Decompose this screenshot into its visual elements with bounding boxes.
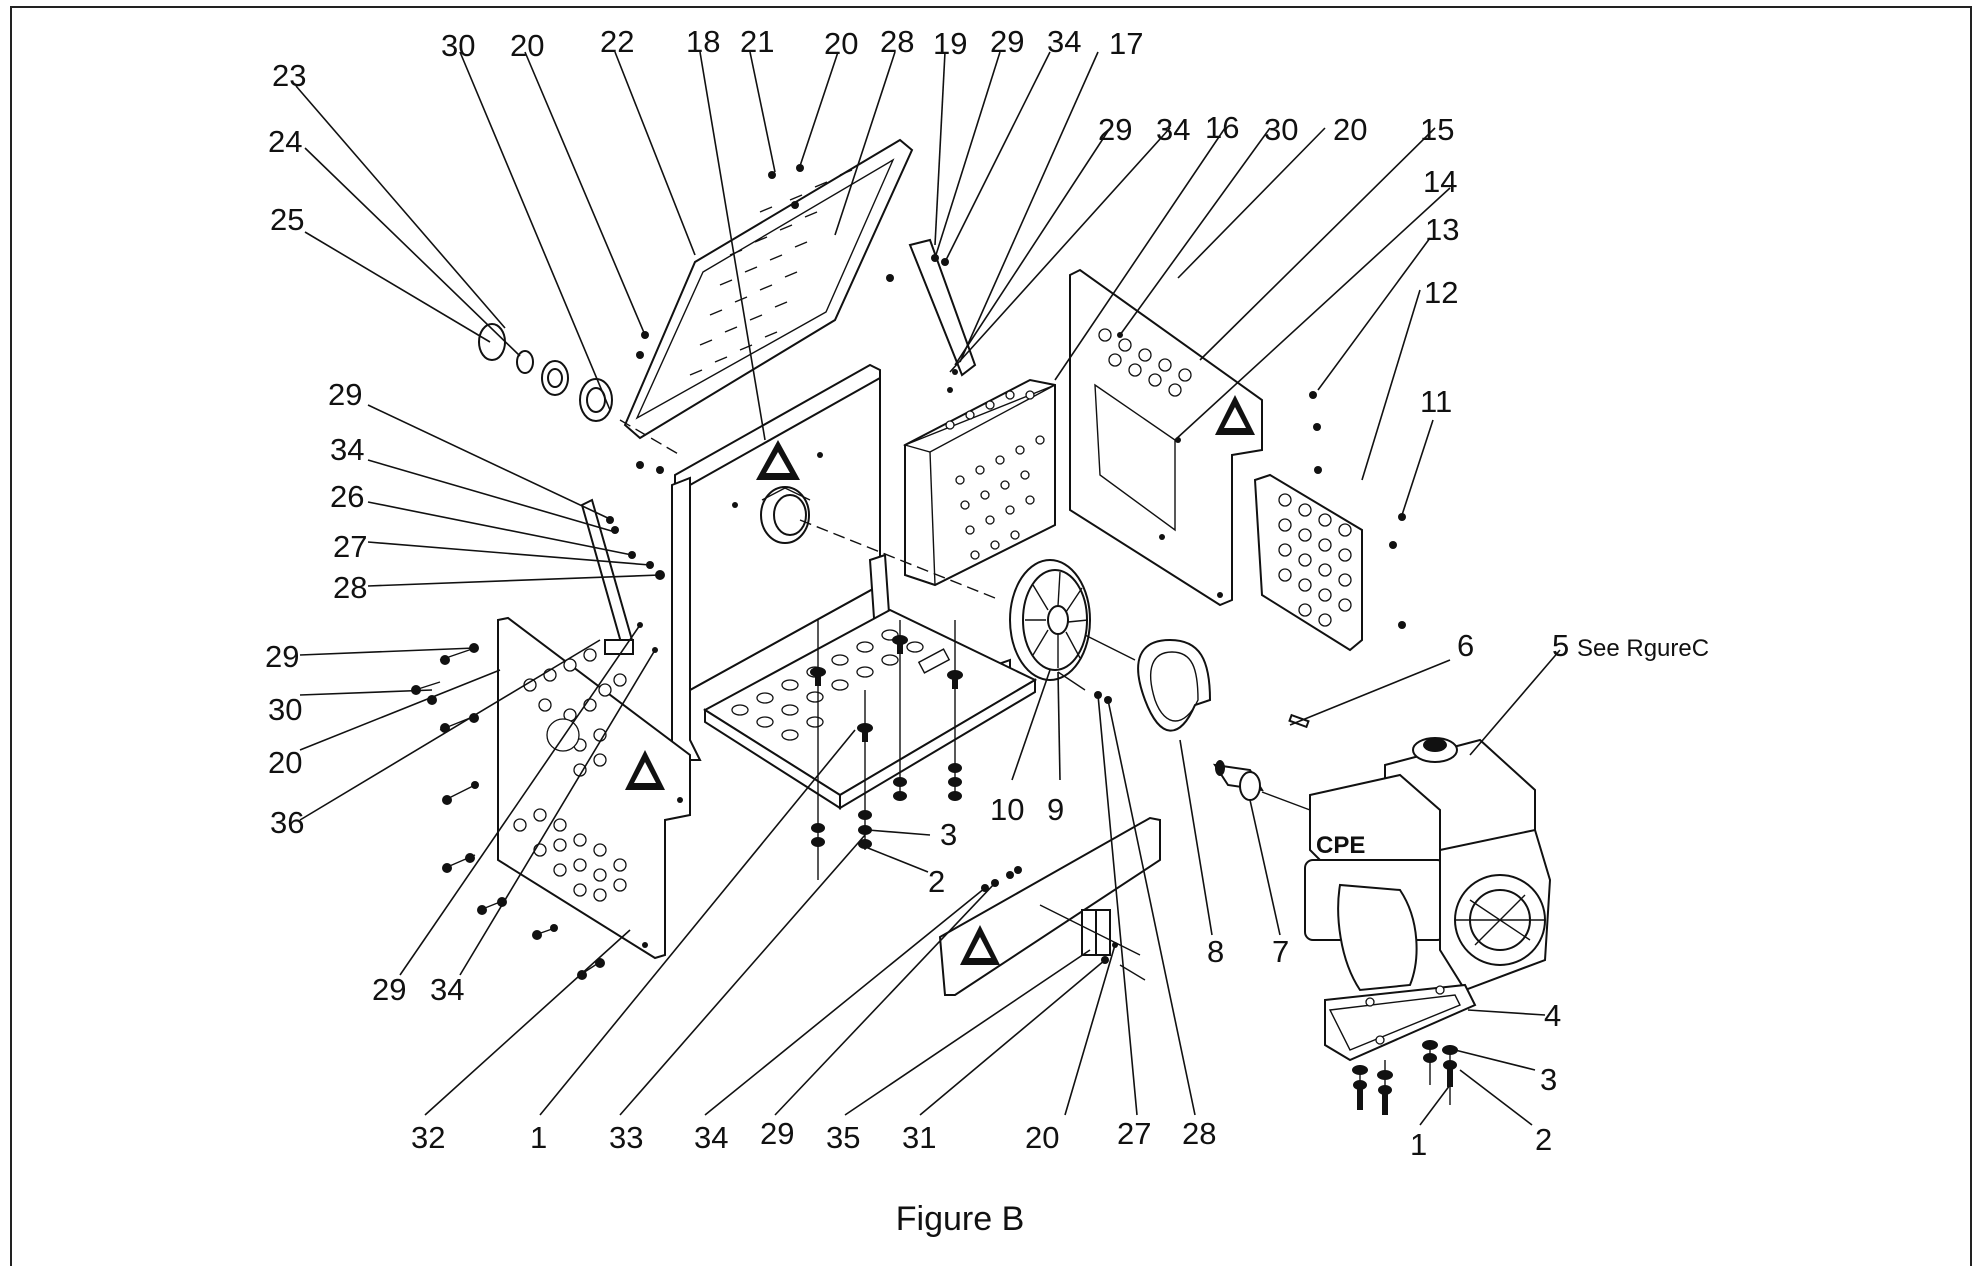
engine-pulley xyxy=(1212,713,1311,811)
callout-28: 28 xyxy=(333,570,367,605)
callout-30: 30 xyxy=(1264,112,1298,147)
callout-labels: 30 20 22 18 21 20 28 19 29 34 17 23 24 2… xyxy=(265,24,1709,1162)
callout-25: 25 xyxy=(270,202,304,237)
callout-2: 2 xyxy=(1535,1122,1552,1157)
callout-30: 30 xyxy=(441,28,475,63)
callout-35: 35 xyxy=(826,1120,860,1155)
callout-26: 26 xyxy=(330,479,364,514)
callout-19: 19 xyxy=(933,26,967,61)
callout-34: 34 xyxy=(330,432,364,467)
callout-3: 3 xyxy=(940,817,957,852)
callout-36: 36 xyxy=(270,805,304,840)
left-support-strap xyxy=(580,498,665,655)
callout-32: 32 xyxy=(411,1120,445,1155)
callout-8: 8 xyxy=(1207,934,1224,969)
callout-27: 27 xyxy=(1117,1116,1151,1151)
callout-20: 20 xyxy=(1333,112,1367,147)
callout-6: 6 xyxy=(1457,628,1474,663)
callout-34: 34 xyxy=(430,972,464,1007)
callout-14: 14 xyxy=(1423,164,1457,199)
callout-11: 11 xyxy=(1420,384,1452,419)
callout-5: 5 xyxy=(1552,628,1569,663)
callout-29: 29 xyxy=(372,972,406,1007)
right-side-panel xyxy=(1069,268,1263,607)
callout-21: 21 xyxy=(740,24,774,59)
callout-18: 18 xyxy=(686,24,720,59)
base-mounting-hardware xyxy=(810,620,963,880)
belt-guard-box xyxy=(902,369,1056,587)
leader-lines xyxy=(295,51,1561,1126)
callout-17: 17 xyxy=(1109,26,1143,61)
callout-4: 4 xyxy=(1544,998,1561,1033)
callout-30: 30 xyxy=(268,692,302,727)
engine: CPE xyxy=(1304,737,1552,1062)
callout-23: 23 xyxy=(272,58,306,93)
callout-10: 10 xyxy=(990,792,1024,827)
callout-1: 1 xyxy=(530,1120,547,1155)
callout-28: 28 xyxy=(880,24,914,59)
see-figure-note: See RgureC xyxy=(1577,635,1709,662)
callout-16: 16 xyxy=(1205,110,1239,145)
callout-33: 33 xyxy=(609,1120,643,1155)
engine-mount-bolts xyxy=(1352,1040,1458,1115)
driven-pulley xyxy=(799,519,1136,681)
callout-34: 34 xyxy=(1047,24,1081,59)
callout-13: 13 xyxy=(1425,212,1459,247)
callout-9: 9 xyxy=(1047,792,1064,827)
callout-22: 22 xyxy=(600,24,634,59)
callout-31: 31 xyxy=(902,1120,936,1155)
callout-7: 7 xyxy=(1272,934,1289,969)
callout-2: 2 xyxy=(928,864,945,899)
engine-brand-mark: CPE xyxy=(1316,832,1365,859)
lid-hinge-bracket xyxy=(886,238,977,377)
callout-1: 1 xyxy=(1410,1127,1427,1162)
callout-20: 20 xyxy=(510,28,544,63)
callout-12: 12 xyxy=(1424,275,1458,310)
front-guard-bar xyxy=(938,816,1161,996)
callout-29: 29 xyxy=(328,377,362,412)
callout-34: 34 xyxy=(694,1120,728,1155)
callout-24: 24 xyxy=(268,124,302,159)
figure-caption: Figure B xyxy=(896,1200,1025,1238)
callout-20: 20 xyxy=(1025,1120,1059,1155)
callout-34: 34 xyxy=(1156,112,1190,147)
callout-20: 20 xyxy=(268,745,302,780)
engine-guard-plate xyxy=(1253,391,1406,652)
callout-29: 29 xyxy=(1098,112,1132,147)
chassis-frame xyxy=(671,476,1038,810)
callout-27: 27 xyxy=(333,529,367,564)
chipper-housing xyxy=(674,363,881,692)
callout-15: 15 xyxy=(1420,112,1454,147)
left-side-panel xyxy=(497,616,691,960)
diagram-frame xyxy=(10,6,1972,1266)
callout-29: 29 xyxy=(990,24,1024,59)
belt-hardware xyxy=(1057,671,1112,704)
callout-29: 29 xyxy=(760,1116,794,1151)
callout-28: 28 xyxy=(1182,1116,1216,1151)
drive-belt xyxy=(1137,638,1212,732)
hopper-lid xyxy=(623,138,914,440)
callout-3: 3 xyxy=(1540,1062,1557,1097)
callout-20: 20 xyxy=(824,26,858,61)
callout-29: 29 xyxy=(265,639,299,674)
